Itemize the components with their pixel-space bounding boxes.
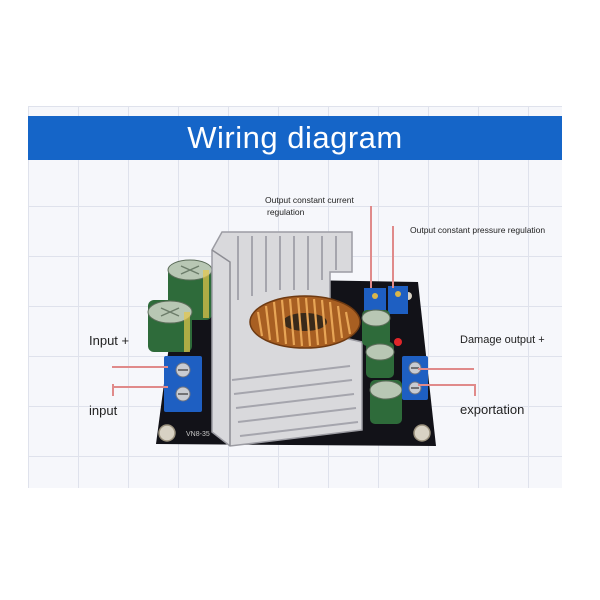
label-damage-output-plus: Damage output + [460, 334, 545, 346]
label-current-regulation-line1: Output constant current [265, 195, 354, 205]
leader-line-input-v [112, 384, 114, 396]
leader-line-output-v [474, 384, 476, 396]
red-led [394, 338, 402, 346]
leader-line-input-plus-h [112, 366, 168, 368]
leader-line-pressure [392, 226, 394, 288]
leader-line-input-h [112, 386, 168, 388]
toroidal-inductor [249, 295, 361, 349]
current-potentiometer [364, 288, 386, 316]
input-capacitor-bottom [147, 300, 193, 352]
leader-line-current [370, 206, 372, 288]
output-capacitor-2 [365, 342, 395, 378]
output-capacitor-1 [361, 309, 391, 346]
label-current-regulation-line2: regulation [267, 207, 305, 217]
input-terminal-block [164, 356, 202, 412]
voltage-potentiometer [388, 286, 408, 314]
leader-line-output-h [418, 384, 474, 386]
label-input: input [89, 403, 118, 418]
label-pressure-regulation: Output constant pressure regulation [410, 225, 546, 235]
board-silkscreen-text: VN8-35 [186, 431, 210, 438]
label-exportation: exportation [460, 402, 525, 417]
output-terminal-block [402, 356, 428, 400]
label-input-plus: Input + [89, 333, 130, 348]
mounting-hole-right [413, 424, 431, 442]
mounting-hole-left [158, 424, 176, 442]
output-capacitor-3 [369, 380, 403, 424]
title-banner: Wiring diagram [28, 116, 562, 160]
leader-line-output-plus-h [418, 368, 474, 370]
diagram-title: Wiring diagram [187, 120, 403, 155]
